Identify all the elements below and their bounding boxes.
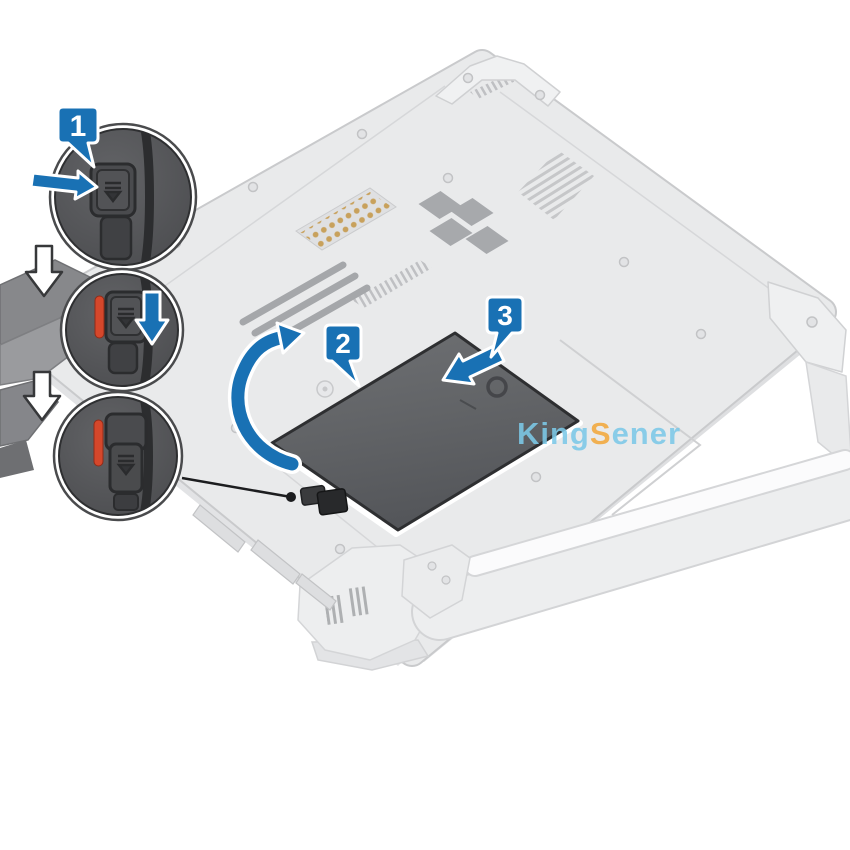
carry-handle: [401, 449, 850, 641]
watermark-segment: ener: [612, 416, 681, 451]
watermark-segment: King: [517, 416, 590, 451]
latch-red-indicator: [94, 295, 105, 339]
round-recess: [316, 380, 334, 398]
sequence-arrow-down-1: [24, 244, 64, 298]
step-label-2: 2: [323, 323, 363, 388]
step1-annotation: 1: [29, 105, 100, 201]
battery-pack: [267, 331, 583, 537]
handle-attachment: [805, 360, 850, 470]
latch-callout-2: [59, 267, 185, 393]
slide-arrow-down: [134, 290, 170, 346]
hatch-strip: [352, 260, 432, 308]
edge-shadow: [139, 397, 153, 515]
ridge-bar: [251, 272, 359, 337]
latch-icon: [103, 181, 123, 204]
edge-shadow: [140, 129, 154, 265]
edge-plates: [192, 504, 337, 611]
screw: [534, 89, 546, 101]
leader-dot: [286, 492, 296, 502]
leader-line: [181, 476, 292, 499]
step-label-3: 3: [485, 295, 525, 359]
service-square: [450, 198, 494, 226]
screw: [356, 128, 368, 140]
latch-icon: [116, 307, 136, 330]
edge-plate: [192, 504, 246, 553]
panel-seam: [499, 91, 816, 323]
top-corner-bumper: [435, 55, 561, 107]
screw: [334, 543, 346, 555]
step-number-1: 1: [70, 110, 87, 143]
bottom-corner-bumper: [297, 544, 436, 671]
screw: [530, 471, 542, 483]
latch-handle: [107, 341, 139, 375]
latch-handle: [99, 215, 133, 261]
rotate-arrowhead: [275, 321, 306, 355]
right-corner-bumper: [767, 281, 850, 470]
step3-arrow: [441, 343, 506, 386]
docking-connector: [295, 187, 397, 251]
battery-top-face: [270, 331, 580, 532]
battery-emblem: [486, 376, 508, 398]
screw: [462, 72, 474, 84]
ridge-bar: [239, 261, 347, 326]
sequence-arrow-down-2: [22, 370, 62, 422]
step-annotations: 2 3: [227, 295, 525, 474]
edge-plate: [250, 539, 301, 585]
screw: [806, 316, 818, 328]
panel-seam: [559, 339, 702, 516]
step-number-2: 2: [335, 328, 351, 359]
vent-bars: [347, 586, 370, 617]
screw: [441, 575, 451, 585]
handle-bracket: [401, 544, 471, 619]
watermark-segment: S: [590, 416, 612, 451]
battery-marking: [459, 399, 477, 410]
latch-sliding: [94, 290, 148, 375]
service-squares: [418, 191, 509, 254]
vent-grille: [518, 150, 594, 220]
latch-closed: [89, 162, 137, 261]
latch-icon: [116, 454, 136, 477]
battery-highlight-rim: [267, 420, 583, 537]
docking-pins: [300, 192, 392, 248]
callout-leader: [181, 476, 296, 502]
latch-callout-3: [52, 390, 184, 522]
screw: [695, 328, 707, 340]
screw: [427, 561, 437, 571]
step-label-1: 1: [56, 105, 100, 169]
panel-seam: [119, 85, 446, 319]
service-square: [465, 226, 509, 254]
service-square: [429, 218, 473, 246]
bumper-block: [0, 440, 34, 478]
service-square: [418, 191, 462, 219]
latch-handle: [113, 493, 139, 511]
edge-plate: [295, 573, 337, 611]
rotate-arrow: [227, 321, 306, 474]
screw: [618, 256, 630, 268]
screw: [247, 181, 259, 193]
watermark: KingSener: [517, 416, 681, 451]
latch-open: [93, 412, 148, 511]
step1-arrow: [29, 169, 99, 201]
step-number-3: 3: [497, 300, 513, 331]
battery-latch: [299, 484, 349, 516]
bumper-vents: [323, 586, 370, 625]
latch-red-indicator: [93, 419, 104, 467]
screw: [442, 172, 454, 184]
